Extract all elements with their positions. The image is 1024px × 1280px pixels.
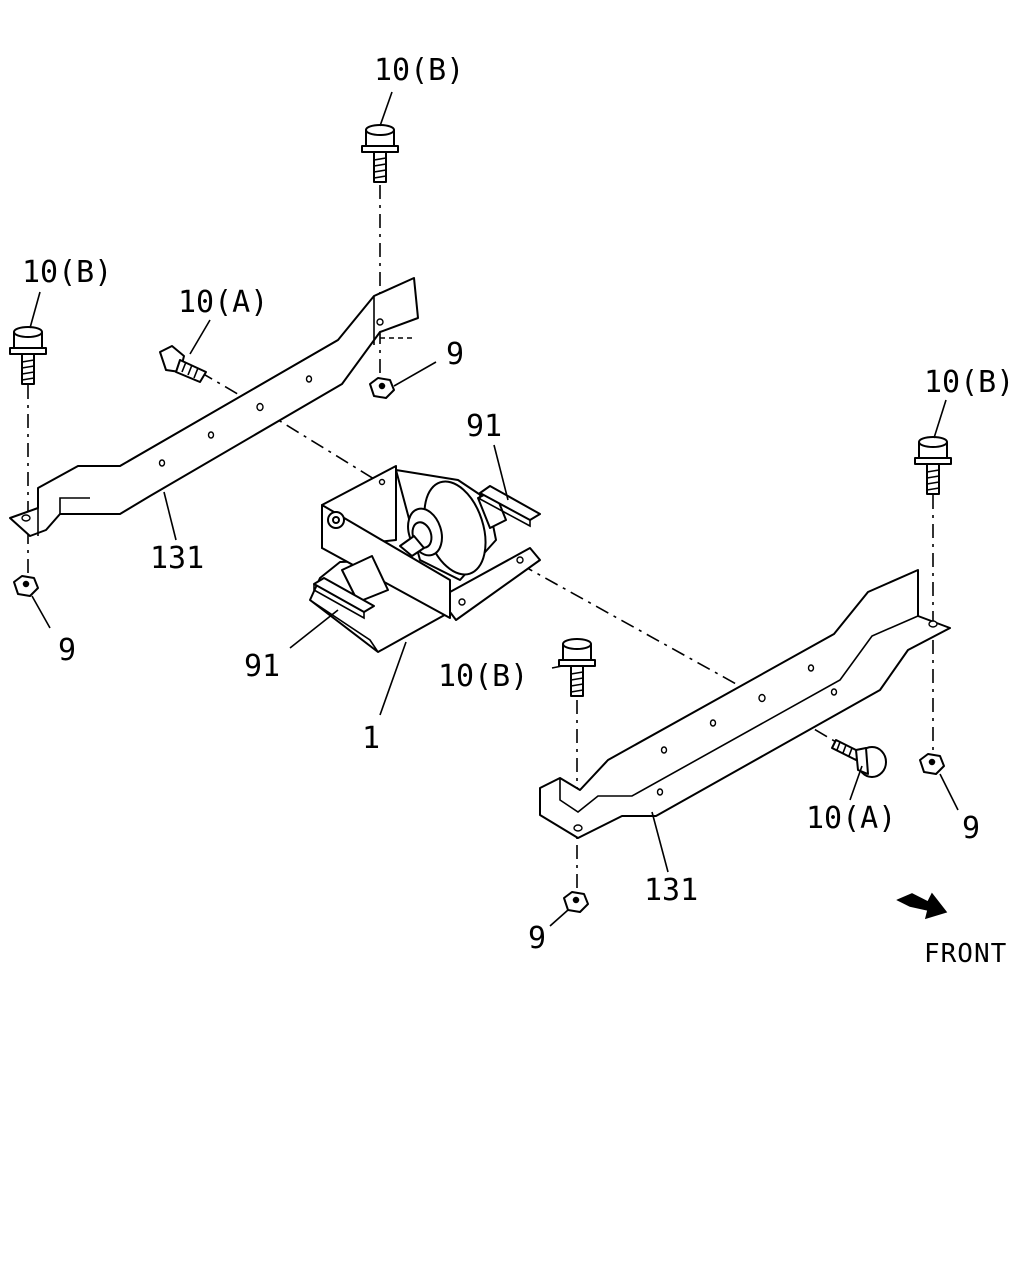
callout-mount: 1 (362, 721, 380, 756)
bolt-b-right (914, 436, 952, 495)
callout-nut-left: 9 (58, 633, 76, 668)
callout-bolt-b-right: 10(B) (924, 365, 1014, 400)
callout-bracket-right: 131 (644, 873, 698, 908)
callout-nut-bottom: 9 (528, 921, 546, 956)
bolt-b-left (9, 326, 47, 385)
callout-nut-top: 9 (446, 337, 464, 372)
right-frame-bracket (539, 569, 951, 839)
front-direction-indicator: FRONT (896, 892, 1007, 969)
bolt-a-right (831, 739, 887, 778)
callout-bolt-b-center: 10(B) (438, 659, 528, 694)
arrow-icon (896, 892, 948, 920)
callout-bolt-b-left: 10(B) (22, 255, 112, 290)
callout-shim-right: 91 (466, 409, 502, 444)
callout-bolt-a-right: 10(A) (806, 801, 896, 836)
shim-left (313, 577, 375, 620)
left-frame-bracket (9, 277, 419, 537)
callout-bracket-left: 131 (150, 541, 204, 576)
callout-shim-left: 91 (244, 649, 280, 684)
engine-mount-assembly (309, 465, 541, 653)
nut-bottom (563, 891, 589, 913)
leader-lines (29, 91, 959, 927)
nut-left (13, 575, 39, 597)
callout-bolt-b-top: 10(B) (374, 53, 464, 88)
bolt-b-center (558, 638, 596, 697)
callout-nut-right: 9 (962, 811, 980, 846)
front-label: FRONT (924, 939, 1007, 969)
nut-top (369, 377, 395, 399)
bolt-a-left (159, 345, 207, 383)
shim-right (479, 485, 541, 528)
bolt-b-top (361, 124, 399, 183)
nut-right (919, 753, 945, 775)
callout-bolt-a-left: 10(A) (178, 285, 268, 320)
